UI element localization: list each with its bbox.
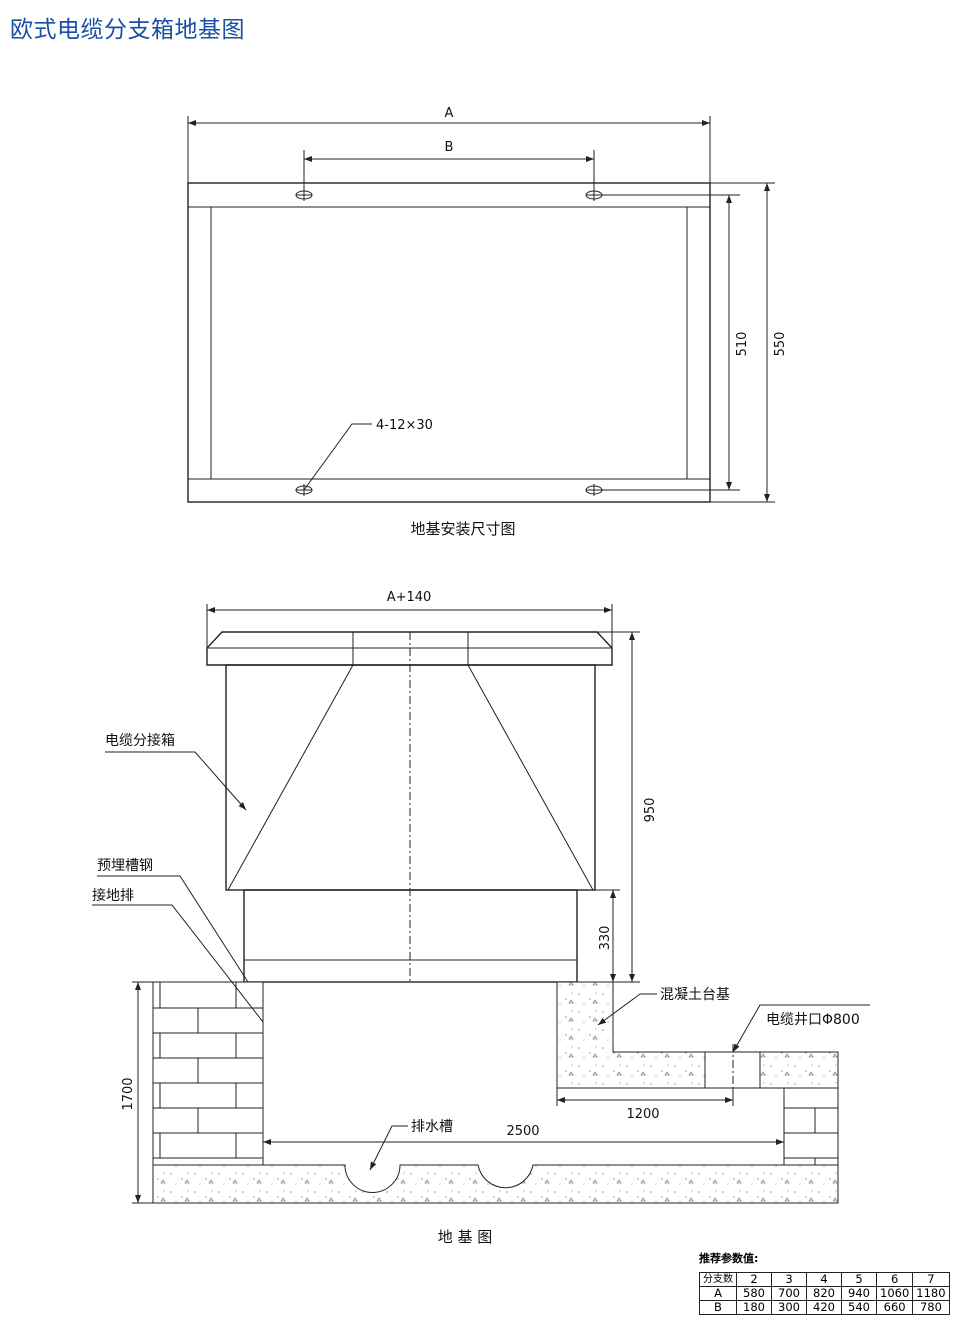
table-cell: 780	[912, 1300, 950, 1315]
cable-box	[206, 631, 613, 983]
brick-wall-right	[783, 1087, 839, 1166]
base-frame-plan	[187, 182, 740, 503]
callout-concrete: 混凝土台基	[597, 986, 730, 1026]
dimension-1200: 1200	[556, 1088, 734, 1122]
mounting-holes	[295, 189, 740, 496]
table-cell: 540	[841, 1300, 877, 1315]
table-cell: 940	[841, 1286, 877, 1301]
dimension-1700: 1700	[121, 981, 153, 1204]
label-channel: 预埋槽钢	[97, 858, 153, 874]
label-well: 电缆井口Φ800	[766, 1012, 860, 1028]
top-caption: 地基安装尺寸图	[410, 520, 515, 538]
dim-a-label: A	[445, 106, 454, 121]
params-table: 分支数 2 3 4 5 6 7 A 580 700 820 940 1060 1…	[699, 1272, 950, 1315]
table-cell: 5	[841, 1272, 877, 1287]
callout-drain: 排水槽	[369, 1119, 453, 1171]
table-cell: A	[699, 1286, 737, 1301]
table-cell: 4	[806, 1272, 842, 1287]
table-cell: 300	[771, 1300, 807, 1315]
hole-callout: 4-12×30	[303, 418, 433, 491]
table-header-row: 分支数 2 3 4 5 6 7	[699, 1272, 950, 1287]
dim-950-label: 950	[643, 798, 658, 823]
table-cell: 7	[912, 1272, 950, 1287]
dim-width-label: A+140	[387, 590, 432, 605]
table-cell: 420	[806, 1300, 842, 1315]
table-cell: 660	[875, 1300, 914, 1315]
concrete-floor	[152, 1164, 839, 1204]
table-cell: 580	[736, 1286, 772, 1301]
dimension-width: A+140	[206, 590, 613, 648]
table-row: A 580 700 820 940 1060 1180	[699, 1286, 950, 1301]
recommended-params: 推荐参数值: 分支数 2 3 4 5 6 7 A 580 700 820 940…	[699, 1250, 950, 1315]
dim-330-label: 330	[598, 926, 613, 951]
page-title: 欧式电缆分支箱地基图	[10, 17, 245, 43]
table-cell: 180	[736, 1300, 772, 1315]
dimension-550: 550	[710, 182, 788, 503]
dim-550-label: 550	[773, 332, 788, 357]
dimension-a: A	[187, 106, 711, 183]
table-row: B 180 300 420 540 660 780	[699, 1300, 950, 1315]
table-cell: 6	[875, 1272, 914, 1287]
dimension-950: 950	[597, 631, 658, 982]
hole-label: 4-12×30	[376, 418, 433, 433]
dimension-b: B	[303, 140, 595, 189]
params-label: 推荐参数值:	[699, 1252, 759, 1265]
label-concrete: 混凝土台基	[660, 986, 730, 1003]
dim-2500-label: 2500	[506, 1124, 539, 1139]
table-cell: 1180	[912, 1286, 950, 1301]
table-cell: 2	[736, 1272, 772, 1287]
callout-ground: 接地排	[92, 887, 264, 1023]
callout-channel: 预埋槽钢	[97, 858, 249, 983]
table-cell: 1060	[875, 1286, 914, 1301]
dimension-330: 330	[577, 889, 620, 982]
brick-wall-left	[152, 981, 264, 1166]
table-cell: 分支数	[699, 1272, 737, 1287]
dim-b-label: B	[445, 140, 454, 155]
dimension-510: 510	[726, 195, 750, 490]
table-cell: B	[699, 1300, 737, 1315]
dimension-2500: 2500	[263, 1124, 784, 1145]
table-cell: 3	[771, 1272, 807, 1287]
label-ground: 接地排	[92, 887, 134, 904]
bottom-caption: 地 基 图	[438, 1228, 493, 1246]
callout-box: 电缆分接箱	[105, 732, 247, 811]
concrete-pedestal	[556, 981, 839, 1096]
dim-1700-label: 1700	[121, 1077, 136, 1110]
dim-1200-label: 1200	[626, 1107, 659, 1122]
table-cell: 820	[806, 1286, 842, 1301]
callout-well: 电缆井口Φ800	[732, 1004, 870, 1053]
label-box: 电缆分接箱	[105, 732, 175, 749]
dim-510-label: 510	[735, 332, 750, 357]
table-cell: 700	[771, 1286, 807, 1301]
label-drain: 排水槽	[411, 1119, 453, 1135]
